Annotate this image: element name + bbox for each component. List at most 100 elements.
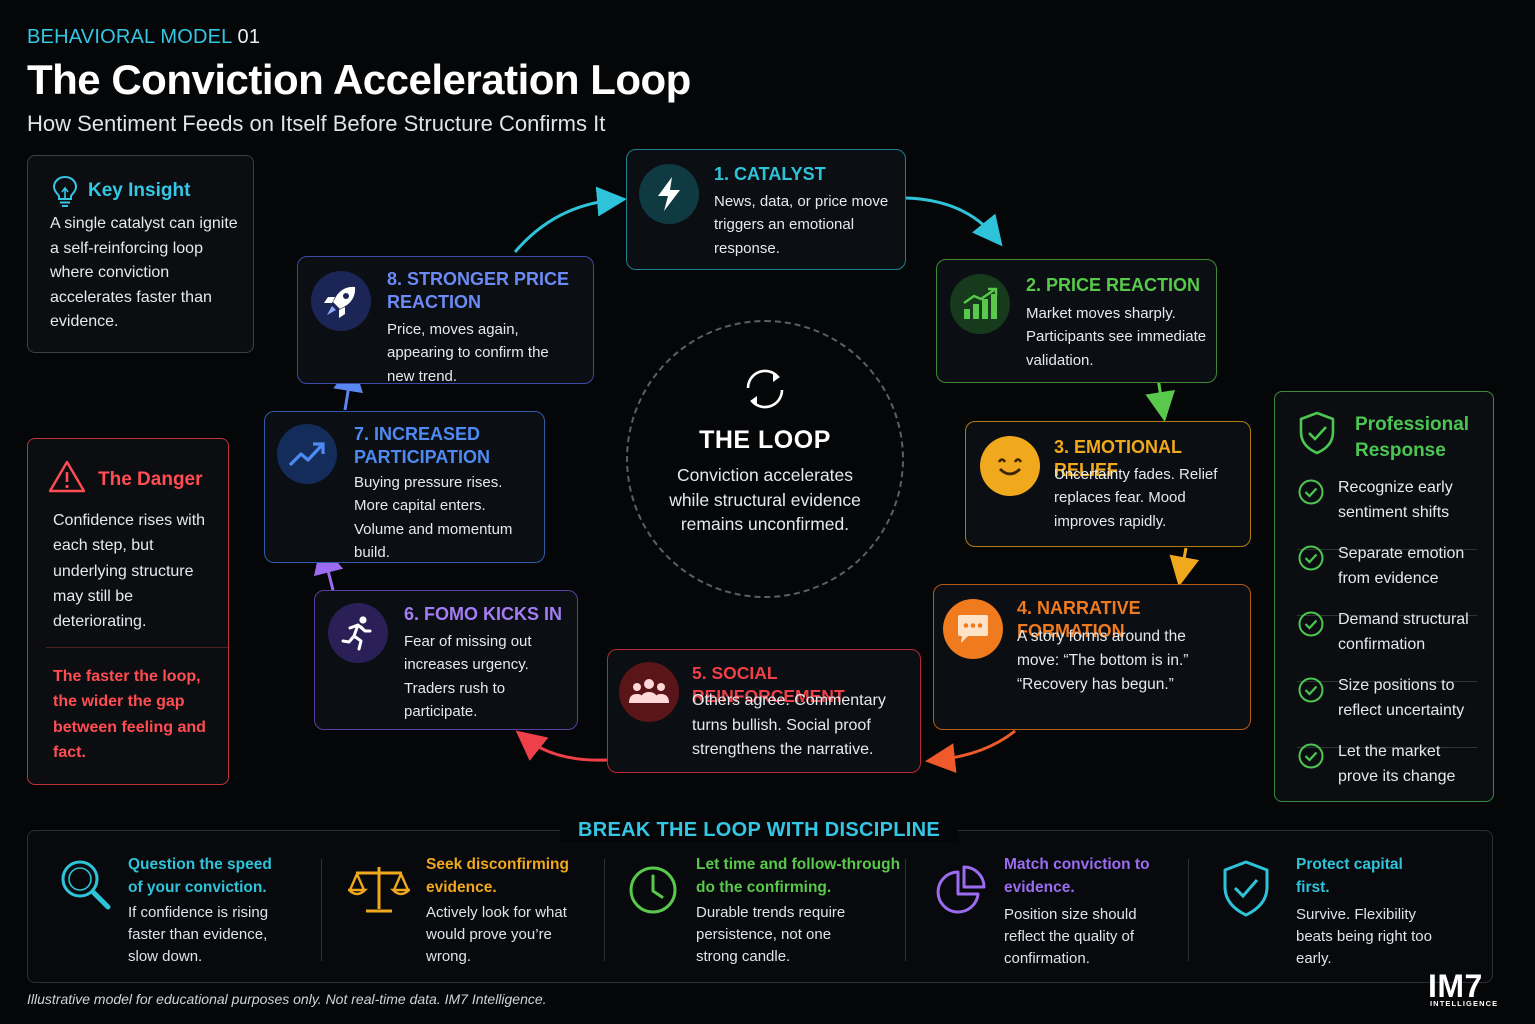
step-3-icon-wrap [980, 436, 1040, 496]
eyebrow: BEHAVIORAL MODEL 01 [27, 26, 260, 49]
step-5-card: 5. SOCIAL REINFORCEMENT Others agree. Co… [607, 649, 921, 773]
eyebrow-label: BEHAVIORAL MODEL [27, 26, 232, 48]
discipline-item-body: If confidence is rising faster than evid… [128, 904, 269, 965]
arrow-8-to-1 [513, 186, 627, 253]
step-2-card: 2. PRICE REACTION Market moves sharply. … [936, 259, 1217, 383]
step-7-card: 7. INCREASED PARTICIPATION Buying pressu… [264, 411, 545, 563]
discipline-title: BREAK THE LOOP WITH DISCIPLINE [560, 819, 958, 842]
step-5-icon-wrap [619, 662, 679, 722]
step-8-title: 8. STRONGER PRICE REACTION [387, 269, 570, 312]
warning-icon [48, 460, 86, 493]
step-5-body: Others agree. Commentary turns bullish. … [692, 692, 886, 758]
professional-item: Let the market prove its change [1297, 740, 1477, 806]
smiley-icon [997, 458, 1023, 476]
rising-bars-icon [963, 287, 998, 319]
danger-emphasis: The faster the loop, the wider the gap b… [53, 668, 206, 761]
discipline-panel: Question the speed of your conviction. I… [27, 830, 1493, 983]
check-circle-icon [1298, 743, 1324, 769]
discipline-item-body: Survive. Flexibility beats being right t… [1296, 906, 1432, 967]
step-3-title: 3. EMOTIONAL RELIEF [1054, 437, 1182, 480]
scales-icon [348, 867, 410, 913]
discipline-item-body: Position size should reflect the quality… [1004, 906, 1137, 967]
running-person-icon [341, 616, 372, 651]
loop-body: Conviction accelerates while structural … [669, 465, 861, 535]
check-circle-icon [1298, 611, 1324, 637]
arrow-3-to-4 [1169, 547, 1200, 587]
discipline-item: Protect capital first. Survive. Flexibil… [1189, 831, 1489, 984]
trend-up-icon [288, 442, 325, 467]
step-7-body: Buying pressure rises. More capital ente… [354, 474, 513, 561]
disclaimer: Illustrative model for educational purpo… [27, 991, 547, 1007]
eyebrow-number: 01 [237, 26, 261, 48]
step-6-icon-wrap [328, 603, 388, 663]
brand-logo-sub: INTELLIGENCE [1430, 999, 1499, 1008]
step-1-title: 1. CATALYST [714, 164, 826, 184]
discipline-item-title: Question the speed of your conviction. [128, 856, 272, 896]
pie-chart-icon [936, 865, 986, 914]
professional-item-label: Size positions to reflect uncertainty [1338, 677, 1465, 719]
check-circle-icon [1298, 545, 1324, 571]
step-1-icon-wrap [639, 164, 699, 224]
loop-title: THE LOOP [699, 426, 831, 454]
loop-center: THE LOOP Conviction accelerates while st… [626, 320, 904, 598]
professional-divider [1297, 747, 1477, 748]
discipline-divider [321, 859, 322, 961]
shield-check-icon [1299, 411, 1335, 455]
cycle-icon [746, 369, 784, 409]
lightbulb-icon [52, 175, 78, 207]
discipline-item-body: Durable trends require persistence, not … [696, 904, 846, 965]
magnifier-icon [61, 860, 111, 910]
page-title: The Conviction Acceleration Loop [27, 56, 691, 103]
rocket-icon [324, 286, 356, 318]
discipline-divider [1188, 859, 1189, 961]
discipline-divider [905, 859, 906, 961]
check-circle-icon [1298, 479, 1324, 505]
danger-body: Confidence rises with each step, but und… [53, 512, 206, 631]
step-5-title: 5. SOCIAL REINFORCEMENT [692, 663, 845, 706]
step-8-card: 8. STRONGER PRICE REACTION Price, moves … [297, 256, 594, 385]
discipline-item: Match conviction to evidence. Position s… [906, 831, 1188, 984]
professional-item-label: Demand structural confirmation [1338, 611, 1469, 653]
lightning-icon [658, 177, 680, 211]
step-8-icon-wrap [311, 271, 371, 331]
professional-item: Recognize early sentiment shifts [1297, 476, 1477, 550]
professional-divider [1297, 615, 1477, 616]
step-2-icon-wrap [950, 274, 1010, 334]
speech-bubble-icon [958, 615, 988, 643]
key-insight-body: A single catalyst can ignite a self-rein… [50, 215, 238, 331]
step-6-body: Fear of missing out increases urgency. T… [404, 633, 532, 720]
arrow-1-to-2 [905, 196, 1003, 247]
discipline-item-title: Let time and follow-through do the confi… [696, 856, 901, 896]
brand-logo: IM7 [1428, 968, 1483, 1004]
step-4-title: 4. NARRATIVE FORMATION [1017, 598, 1141, 641]
people-group-icon [629, 679, 669, 703]
danger-heading: The Danger [98, 469, 203, 490]
professional-heading: Professional Response [1355, 414, 1470, 461]
step-4-body: A story forms around the move: “The bott… [1017, 628, 1189, 693]
step-6-title: 6. FOMO KICKS IN [404, 604, 563, 624]
check-circle-icon [1298, 677, 1324, 703]
professional-item-label: Recognize early sentiment shifts [1338, 479, 1453, 521]
professional-item: Separate emotion from evidence [1297, 542, 1477, 616]
professional-divider [1297, 681, 1477, 682]
arrow-5-to-6 [515, 730, 608, 762]
step-6-card: 6. FOMO KICKS IN Fear of missing out inc… [314, 590, 578, 730]
step-7-title: 7. INCREASED PARTICIPATION [354, 424, 490, 467]
professional-response-panel: Professional Response Recognize early se… [1274, 391, 1494, 802]
discipline-divider [604, 859, 605, 961]
step-4-card: 4. NARRATIVE FORMATION A story forms aro… [933, 584, 1251, 730]
professional-item: Size positions to reflect uncertainty [1297, 674, 1477, 748]
danger-panel: The Danger Confidence rises with each st… [27, 438, 229, 785]
step-4-icon-wrap [943, 599, 1003, 659]
professional-item: Demand structural confirmation [1297, 608, 1477, 682]
step-3-body: Uncertainty fades. Relief replaces fear.… [1054, 466, 1218, 530]
step-3-card: 3. EMOTIONAL RELIEF Uncertainty fades. R… [965, 421, 1251, 547]
professional-item-label: Separate emotion from evidence [1338, 545, 1465, 587]
discipline-item: Question the speed of your conviction. I… [28, 831, 318, 984]
discipline-item-title: Seek disconfirming evidence. [426, 856, 569, 896]
professional-divider [1297, 549, 1477, 550]
arrow-2-to-3 [1145, 377, 1176, 422]
key-insight-panel: Key Insight A single catalyst can ignite… [27, 155, 254, 353]
step-8-body: Price, moves again, appearing to confirm… [387, 321, 549, 385]
discipline-item: Let time and follow-through do the confi… [605, 831, 905, 984]
